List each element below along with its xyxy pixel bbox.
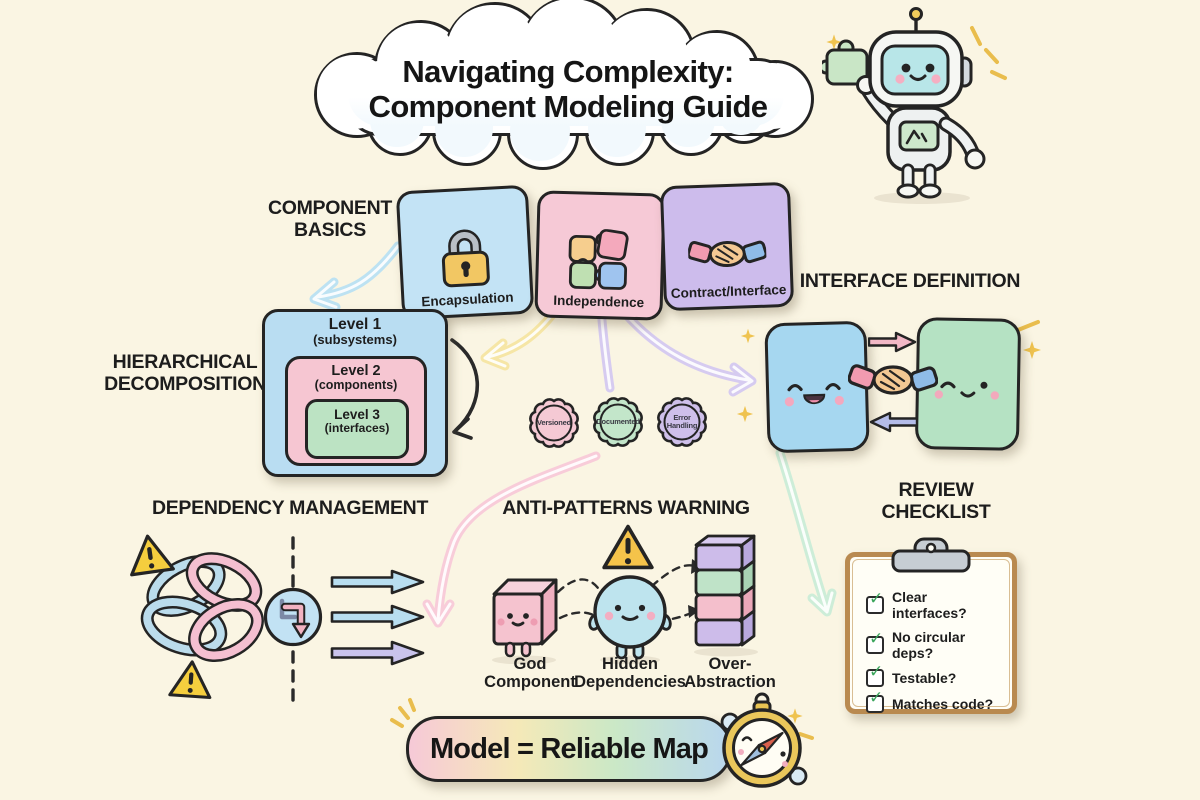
hierarchical-line1: HIERARCHICAL xyxy=(112,351,258,373)
checkbox: ✓ xyxy=(866,688,884,713)
clipboard: ✓ Clear interfaces? ✓ No circular deps? … xyxy=(845,537,1017,714)
compass-icon xyxy=(720,692,808,788)
antenna-ball xyxy=(909,7,923,21)
hierarchical-heading: HIERARCHICAL DECOMPOSITION xyxy=(96,351,274,396)
handshake-icon xyxy=(687,240,768,268)
block-arrow-right xyxy=(330,604,425,630)
clip-icon xyxy=(891,537,971,573)
hidden-dependency-character xyxy=(588,575,672,664)
card-encapsulation: Encapsulation xyxy=(395,184,535,321)
warning-icon xyxy=(602,524,654,570)
level-2-title: Level 2 xyxy=(331,363,381,379)
level-2-box: Level 2 (components) Level 3 (interfaces… xyxy=(285,356,427,466)
block-arrow-right xyxy=(330,640,425,666)
component-basics-line1: COMPONENT xyxy=(267,197,393,219)
checklist-heading: REVIEW CHECKLIST xyxy=(881,479,991,523)
interface-box-blue xyxy=(764,320,870,454)
card-label: Contract/Interface xyxy=(670,281,787,301)
card-label: Independence xyxy=(553,292,645,311)
dependency-heading: DEPENDENCY MANAGEMENT xyxy=(151,497,429,519)
level-1-box: Level 1 (subsystems) Level 2 (components… xyxy=(262,309,448,477)
level-2-sub: (components) xyxy=(314,378,398,393)
over-abstraction-stack xyxy=(694,534,758,657)
page-title: Navigating Complexity: Component Modelin… xyxy=(292,12,844,166)
title-cloud: Navigating Complexity: Component Modelin… xyxy=(292,0,844,170)
line-independence-to-badges xyxy=(596,303,615,393)
arrow-level-curve xyxy=(450,338,480,440)
check-icon: ✓ xyxy=(869,662,884,681)
interface-box-green xyxy=(914,317,1022,451)
arrow-interface-to-checklist xyxy=(775,448,837,617)
robot-mascot xyxy=(822,7,1007,204)
robot-face-screen xyxy=(880,44,950,96)
badge-error-handling: Error Handling xyxy=(652,392,712,452)
handshake-icon xyxy=(848,364,938,395)
checkbox: ✓ xyxy=(866,589,884,614)
arrow-badges-to-dependency xyxy=(422,451,601,628)
happy-face xyxy=(784,382,844,407)
sparkle-dashes xyxy=(970,26,1007,80)
redirect-arrow-icon xyxy=(263,587,323,647)
puzzle-icon xyxy=(568,228,629,290)
card-label: Encapsulation xyxy=(420,289,514,310)
check-icon: ✓ xyxy=(869,629,884,648)
checklist-item: ✓ No circular deps? xyxy=(866,629,1004,661)
warning-icon xyxy=(130,534,175,577)
checklist-item: ✓ Matches code? xyxy=(866,688,1004,713)
title-line-1: Navigating Complexity: xyxy=(402,54,734,90)
smile-face xyxy=(934,381,1000,400)
level-3-sub: (interfaces) xyxy=(324,421,390,436)
badge-label: Error Handling xyxy=(666,412,698,430)
arrow-basics-to-hierarchy xyxy=(309,241,403,312)
conclusion-banner: Model = Reliable Map xyxy=(406,716,732,782)
card-contract-interface: Contract/Interface xyxy=(659,181,795,312)
check-icon: ✓ xyxy=(869,589,884,608)
cloud-body-fill xyxy=(348,62,784,126)
component-basics-heading: COMPONENT BASICS xyxy=(248,197,412,242)
hierarchical-line2: DECOMPOSITION xyxy=(104,372,266,395)
badge-label: Versioned xyxy=(536,417,572,427)
card-independence: Independence xyxy=(534,190,666,321)
title-line-2: Component Modeling Guide xyxy=(368,89,769,124)
sparkle-icons xyxy=(736,328,1041,724)
label-hidden-dependencies: Hidden Dependencies xyxy=(574,655,686,692)
checklist-item: ✓ Clear interfaces? xyxy=(866,589,1004,621)
level-1-sub: (subsystems) xyxy=(313,332,397,348)
checkbox: ✓ xyxy=(866,662,884,687)
checklist-items: ✓ Clear interfaces? ✓ No circular deps? … xyxy=(866,589,1004,721)
lock-icon xyxy=(441,229,490,288)
level-3-title: Level 3 xyxy=(334,407,380,422)
checklist-item: ✓ Testable? xyxy=(866,662,1004,687)
badge-versioned: Versioned xyxy=(524,393,584,453)
god-component-character xyxy=(492,578,558,664)
tangle-knot-icon xyxy=(140,552,264,663)
badge-label: Documented xyxy=(596,416,640,426)
arrow-independence-to-interface xyxy=(617,305,757,397)
puzzle-piece-icon xyxy=(822,39,869,86)
component-basics-line2: BASICS xyxy=(294,218,366,241)
arrow-independence-left xyxy=(480,305,561,371)
banner-text: Model = Reliable Map xyxy=(429,732,709,765)
warning-icon xyxy=(168,660,212,700)
level-1-title: Level 1 xyxy=(328,316,382,333)
sparkle-icon xyxy=(826,34,842,50)
sparkle-dashes xyxy=(390,320,1040,740)
arrow-left-icon xyxy=(869,411,918,433)
check-icon: ✓ xyxy=(869,688,884,707)
level-3-box: Level 3 (interfaces) xyxy=(305,399,409,459)
interface-definition-heading: INTERFACE DEFINITION xyxy=(799,270,1021,292)
cloud-shape xyxy=(292,0,844,170)
badge-documented: Documented xyxy=(588,392,648,452)
checkbox: ✓ xyxy=(866,629,884,654)
label-god-component: God Component xyxy=(484,655,576,692)
arrow-right-icon xyxy=(868,331,917,353)
block-arrow-right xyxy=(330,569,425,595)
label-over-abstraction: Over- Abstraction xyxy=(684,655,776,692)
anti-patterns-heading: ANTI-PATTERNS WARNING xyxy=(502,497,750,519)
